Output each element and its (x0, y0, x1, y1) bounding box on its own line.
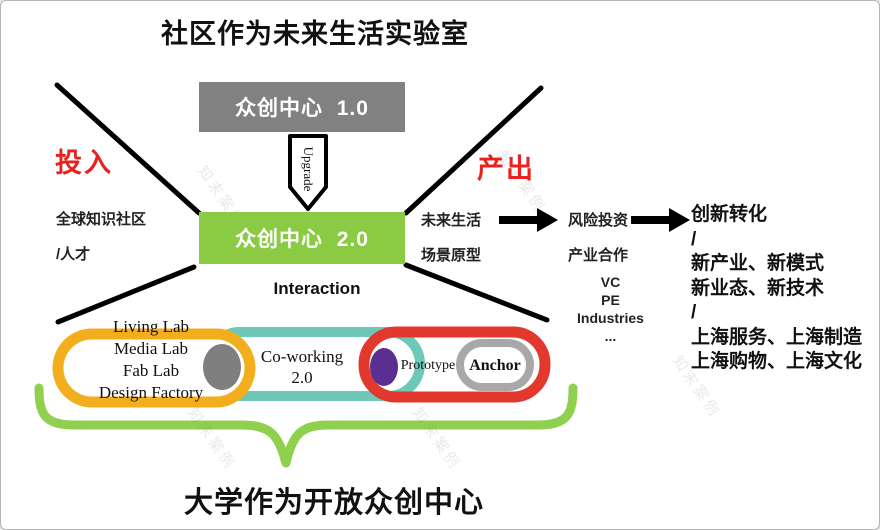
upgrade-label: Upgrade (301, 146, 316, 192)
diagonal-line-top-right (403, 85, 544, 216)
page-title: 社区作为未来生活实验室 (161, 19, 469, 49)
diagonal-line-top-left (54, 82, 202, 216)
interaction-label: Interaction (273, 279, 361, 298)
funding-sublist: VC PE Industries ... (563, 273, 658, 345)
maker-center-1-box: 众创中心 1.0 (199, 82, 405, 132)
diagonal-line-bottom-left (55, 264, 197, 325)
labs-item: Fab Lab (122, 361, 180, 380)
outcomes-line: 新产业、新模式 (691, 253, 825, 274)
anchor-label: Anchor (469, 357, 521, 374)
right-text-line1: 未来生活 (421, 212, 482, 229)
outcomes-line: 上海服务、上海制造 (691, 326, 863, 348)
funding-sub-industries: Industries (577, 310, 644, 326)
outcomes-line: 新业态、新技术 (691, 277, 825, 299)
outcomes-line: 创新转化 (691, 204, 768, 225)
outcomes-line: / (691, 228, 697, 250)
funding-line1: 风险投资 (568, 212, 629, 229)
brace-icon (34, 383, 578, 468)
prototype-label: Prototype (400, 358, 456, 373)
upgrade-arrow-icon (288, 134, 328, 211)
funding-sub-pe: PE (601, 292, 620, 308)
outcomes-list: 创新转化 / 新产业、新模式 新业态、新技术 / 上海服务、上海制造 上海购物、… (691, 203, 862, 375)
output-label: 产出 (477, 154, 535, 184)
labs-item: Media Lab (113, 339, 189, 358)
maker-center-2-box: 众创中心 2.0 (199, 212, 405, 264)
input-label: 投入 (55, 148, 113, 178)
labs-coworking-junction-node (203, 344, 241, 390)
labs-pill (52, 328, 256, 408)
outcomes-line: 上海购物、上海文化 (691, 351, 863, 372)
coworking-label: Co-working 2.0 (252, 346, 352, 388)
coworking-line1: Co-working (260, 347, 344, 366)
arrow-right-icon-1 (499, 208, 558, 232)
arrow-right-icon-2 (631, 208, 690, 232)
coworking-prototype-junction-node (370, 348, 398, 386)
bottom-title: 大学作为开放众创中心 (183, 487, 484, 519)
funding-line2: 产业合作 (568, 247, 629, 264)
outcomes-line: / (691, 302, 697, 323)
diagonal-line-bottom-right (403, 262, 550, 323)
prototype-pill (358, 326, 551, 403)
right-text-line2: 场景原型 (421, 247, 482, 264)
funding-sub-ellipsis: ... (604, 328, 617, 344)
left-text-line1: 全球知识社区 (56, 211, 147, 228)
anchor-pill (456, 339, 534, 391)
labs-item: Living Lab (112, 317, 189, 336)
labs-item: Design Factory (98, 383, 204, 402)
labs-list: Living Lab Media Lab Fab Lab Design Fact… (71, 316, 231, 404)
left-text-line2: /人才 (56, 246, 91, 263)
funding-sub-vc: VC (600, 274, 621, 290)
coworking-line2: 2.0 (291, 368, 313, 387)
